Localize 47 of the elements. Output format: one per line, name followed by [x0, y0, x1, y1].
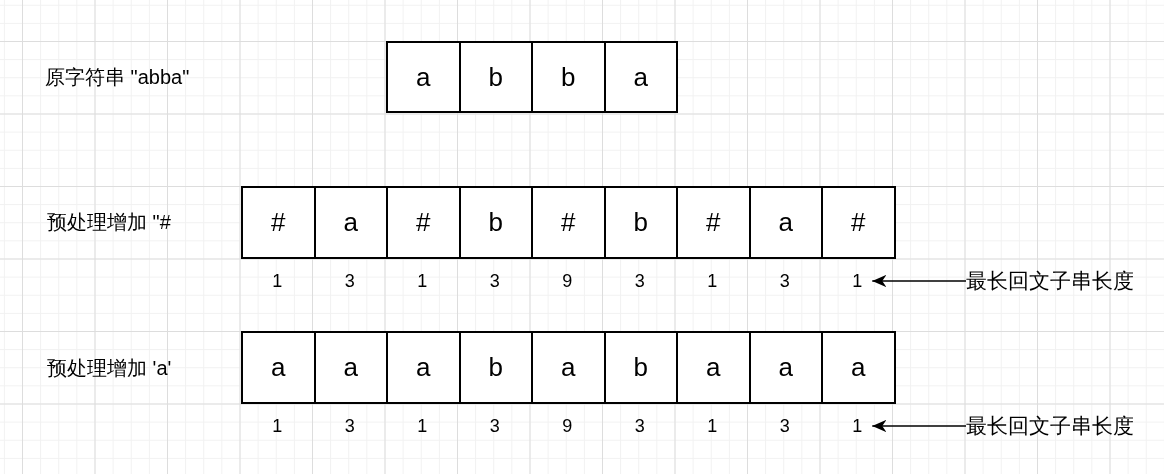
string-cell: a — [386, 331, 461, 404]
string-cell: b — [458, 331, 533, 404]
length-value: 3 — [634, 415, 645, 437]
string-cell: b — [531, 41, 606, 113]
length-value: 3 — [634, 270, 645, 292]
annotation-text: 最长回文子串长度 — [966, 268, 1134, 294]
length-value: 3 — [489, 415, 500, 437]
string-cell: # — [821, 186, 896, 259]
string-cell: b — [458, 41, 533, 113]
string-cell: a — [603, 41, 678, 113]
string-cell: b — [458, 186, 533, 259]
string-cell: # — [676, 186, 751, 259]
string-cell: a — [313, 331, 388, 404]
length-value: 3 — [779, 415, 790, 437]
string-cell: a — [821, 331, 896, 404]
length-value: 1 — [707, 415, 718, 437]
annotation-text: 最长回文子串长度 — [966, 413, 1134, 439]
row-label: 预处理增加 'a' — [47, 356, 172, 380]
length-value: 1 — [417, 270, 428, 292]
length-value: 1 — [272, 270, 283, 292]
arrow — [871, 275, 967, 287]
string-cell: a — [386, 41, 461, 113]
length-value: 3 — [779, 270, 790, 292]
length-value: 3 — [344, 415, 355, 437]
string-cell: b — [603, 331, 678, 404]
string-cell: a — [748, 186, 823, 259]
length-value: 1 — [272, 415, 283, 437]
arrow — [871, 420, 967, 432]
string-cell: b — [603, 186, 678, 259]
length-value: 3 — [489, 270, 500, 292]
string-cell: a — [313, 186, 388, 259]
string-cell: a — [676, 331, 751, 404]
string-cell: # — [241, 186, 316, 259]
length-value: 9 — [562, 415, 573, 437]
row-label: 预处理增加 "# — [47, 210, 171, 234]
length-value: 1 — [417, 415, 428, 437]
string-cell: a — [531, 331, 606, 404]
length-value: 1 — [842, 415, 873, 437]
row-label: 原字符串 "abba" — [45, 65, 190, 89]
string-cell: # — [531, 186, 606, 259]
string-cell: # — [386, 186, 461, 259]
length-value: 1 — [842, 270, 873, 292]
length-value: 9 — [562, 270, 573, 292]
string-cell: a — [748, 331, 823, 404]
string-cell: a — [241, 331, 316, 404]
length-value: 1 — [707, 270, 718, 292]
length-value: 3 — [344, 270, 355, 292]
